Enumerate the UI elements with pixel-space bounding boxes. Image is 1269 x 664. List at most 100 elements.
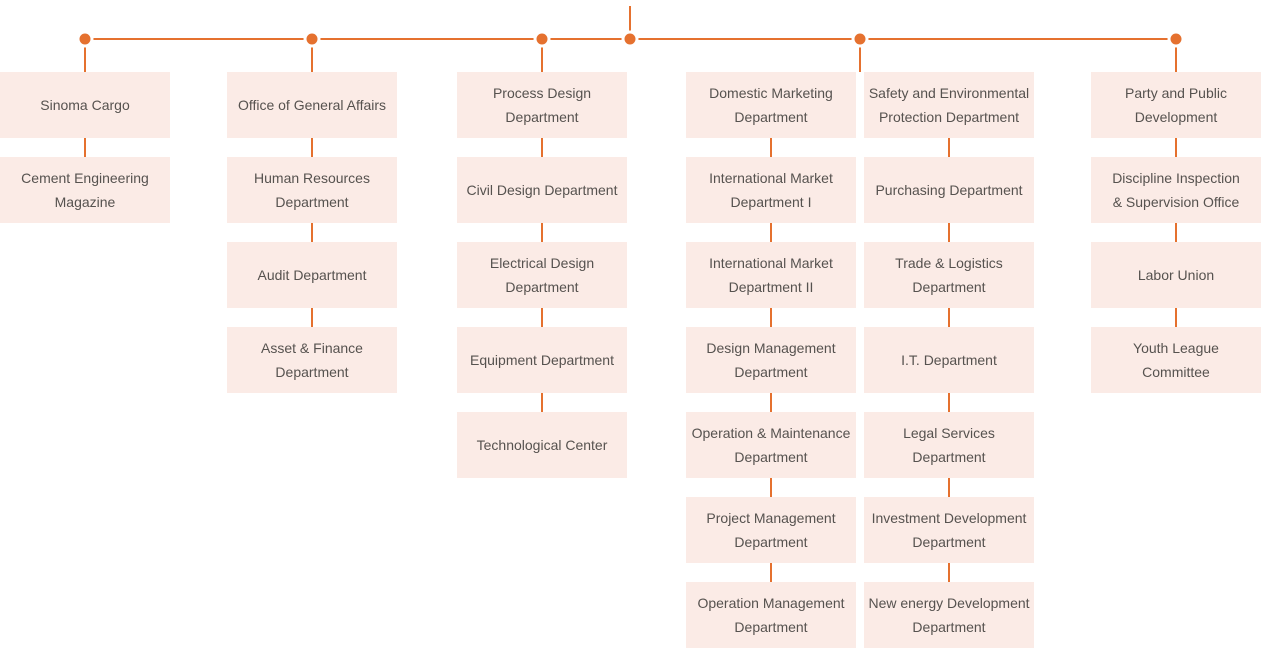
org-box-label: Human Resources — [254, 170, 370, 186]
org-box-labor-union: Labor Union — [1091, 242, 1261, 308]
org-box-label: Department — [734, 619, 808, 635]
org-box-label: Youth League — [1133, 340, 1219, 356]
org-box-label: Investment Development — [871, 510, 1027, 526]
org-box-label: Department II — [728, 279, 814, 295]
org-box-label: Safety and Environmental — [868, 85, 1030, 101]
org-box-civil-design-department: Civil Design Department — [457, 157, 627, 223]
org-box-label: Party and Public — [1125, 85, 1227, 101]
org-box-label: Project Management — [706, 510, 836, 526]
org-box-label: Department — [734, 364, 808, 380]
rail-dot-col4-col5 — [851, 30, 869, 48]
drop-line-col4-col5 — [859, 39, 861, 72]
org-box-it-department: I.T. Department — [864, 327, 1034, 393]
org-box-label: Department — [912, 279, 986, 295]
org-box-office-of-general-affairs: Office of General Affairs — [227, 72, 397, 138]
org-box-equipment-department: Equipment Department — [457, 327, 627, 393]
org-box-label: Operation & Maintenance — [691, 425, 851, 441]
org-box-label: Department — [505, 109, 579, 125]
org-box-label: Technological Center — [476, 437, 608, 453]
org-box-sinoma-cargo: Sinoma Cargo — [0, 72, 170, 138]
rail-dot-col6 — [1167, 30, 1185, 48]
org-box-label: I.T. Department — [901, 352, 997, 368]
rail-dot-col2 — [303, 30, 321, 48]
connector-line — [948, 563, 950, 582]
org-box-label: Department — [734, 534, 808, 550]
org-box-label: Department — [505, 279, 579, 295]
org-box-label: Electrical Design — [489, 255, 595, 271]
connector-line — [1175, 138, 1177, 157]
org-box-label: Committee — [1142, 364, 1210, 380]
org-box-label: Department — [275, 194, 349, 210]
connector-line — [541, 138, 543, 157]
org-box-label: Protection Department — [878, 109, 1020, 125]
org-box-label: Department — [275, 364, 349, 380]
org-box-label: Department — [734, 109, 808, 125]
connector-line — [311, 223, 313, 242]
org-box-label: Office of General Affairs — [237, 97, 387, 113]
connector-line — [770, 308, 772, 327]
org-box-label: Labor Union — [1137, 267, 1215, 283]
org-box-label: & Supervision Office — [1112, 194, 1240, 210]
org-box-label: Trade & Logistics — [895, 255, 1003, 271]
org-box-label: Purchasing Department — [875, 182, 1023, 198]
connector-line — [948, 478, 950, 497]
org-box-label: Department — [912, 449, 986, 465]
org-box-label: Operation Management — [697, 595, 845, 611]
rail-dot-col3 — [533, 30, 551, 48]
connector-line — [770, 223, 772, 242]
connector-line — [948, 393, 950, 412]
drop-line-col2 — [311, 39, 313, 72]
org-box-technological-center: Technological Center — [457, 412, 627, 478]
org-box-label: Design Management — [706, 340, 836, 356]
connector-line — [541, 308, 543, 327]
connector-line — [770, 478, 772, 497]
org-box-label: Cement Engineering — [21, 170, 149, 186]
org-box-label: Magazine — [54, 194, 116, 210]
drop-line-col3 — [541, 39, 543, 72]
org-box-label: Department I — [730, 194, 812, 210]
connector-line — [770, 393, 772, 412]
drop-line-col6 — [1175, 39, 1177, 72]
rail-dot-root — [621, 30, 639, 48]
org-box-label: New energy Development — [868, 595, 1030, 611]
connector-line — [948, 138, 950, 157]
root-stem-line — [629, 6, 631, 39]
rail-dot-col1 — [76, 30, 94, 48]
connector-line — [311, 308, 313, 327]
org-box-audit-department: Audit Department — [227, 242, 397, 308]
connector-line — [311, 138, 313, 157]
org-box-label: Civil Design Department — [466, 182, 618, 198]
connector-line — [541, 223, 543, 242]
org-box-label: Discipline Inspection — [1112, 170, 1240, 186]
connector-line — [770, 138, 772, 157]
org-box-label: International Market — [709, 170, 833, 186]
org-box-label: Asset & Finance — [261, 340, 363, 356]
connector-line — [1175, 223, 1177, 242]
org-box-label: Process Design — [492, 85, 592, 101]
org-box-label: Department — [912, 534, 986, 550]
org-box-label: International Market — [709, 255, 833, 271]
org-box-label: Legal Services — [903, 425, 995, 441]
org-box-label: Domestic Marketing — [709, 85, 833, 101]
org-box-label: Development — [1134, 109, 1218, 125]
connector-line — [541, 393, 543, 412]
org-box-discipline-inspection-supervision-office: Discipline Inspection & Supervision Offic… — [1091, 157, 1261, 223]
drop-line-col1 — [84, 39, 86, 72]
connector-line — [84, 138, 86, 157]
